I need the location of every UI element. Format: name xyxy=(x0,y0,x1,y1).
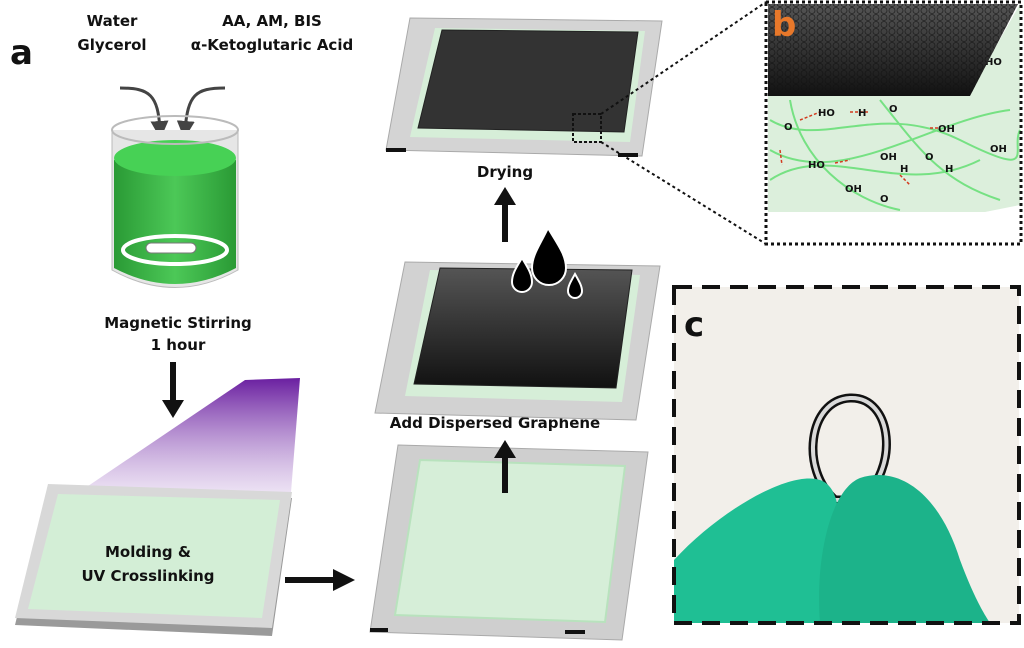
graphene-drops-icon xyxy=(510,225,584,299)
chem-label: HO xyxy=(985,57,1002,68)
chem-label: H xyxy=(945,164,953,175)
glove-finger-left xyxy=(674,478,839,623)
input-ketoglutaric-acid: α-Ketoglutaric Acid xyxy=(191,36,353,54)
input-glycerol: Glycerol xyxy=(77,36,146,54)
chem-label: OH xyxy=(938,124,955,135)
stir-bar-icon xyxy=(145,242,197,254)
chem-label: O xyxy=(784,122,793,133)
chem-label: O xyxy=(889,104,898,115)
beaker-icon xyxy=(111,115,239,288)
step1-caption-line2: 1 hour xyxy=(151,336,206,354)
panel-c-photo: c xyxy=(672,285,1021,625)
chem-label: O xyxy=(880,194,889,205)
chem-label: OH xyxy=(845,184,862,195)
step4-caption: Drying xyxy=(477,163,533,181)
hydrogel-slab xyxy=(369,444,649,641)
arrow-up-icon xyxy=(494,187,516,242)
uv-light-beam xyxy=(60,378,300,505)
input-monomers: AA, AM, BIS xyxy=(222,12,322,30)
step1-caption-line1: Magnetic Stirring xyxy=(104,314,252,332)
panel-a-label: a xyxy=(10,33,33,73)
panel-b-inset: HO H O OH O HO OH O H H O OH OH HO b xyxy=(764,0,1023,246)
chem-label: H xyxy=(858,108,866,119)
arrow-right-icon xyxy=(285,569,355,591)
zoom-line xyxy=(600,141,767,245)
glove-finger-right xyxy=(819,475,990,623)
chem-label: H xyxy=(900,164,908,175)
chem-label: OH xyxy=(990,144,1007,155)
chem-label: HO xyxy=(818,108,835,119)
input-water: Water xyxy=(87,12,138,30)
stirring-arrows-icon xyxy=(121,234,229,266)
arrow-up-icon xyxy=(494,440,516,493)
step2-caption-line2: UV Crosslinking xyxy=(81,567,214,585)
chem-label: O xyxy=(925,152,934,163)
graphene-coating-slab xyxy=(374,261,661,421)
step3-caption: Add Dispersed Graphene xyxy=(390,414,600,432)
chem-label: OH xyxy=(880,152,897,163)
dried-slab xyxy=(385,17,663,157)
graphene-lattice xyxy=(768,4,1018,96)
input-arrow-left xyxy=(119,86,169,139)
panel-b-label: b xyxy=(772,5,796,45)
arrow-down-icon xyxy=(162,362,184,418)
chem-label: HO xyxy=(808,160,825,171)
input-arrow-right xyxy=(176,86,226,139)
panel-c-label: c xyxy=(684,305,704,345)
mold-slab xyxy=(15,484,292,636)
step2-caption-line1: Molding & xyxy=(105,543,191,561)
zoom-region-marker xyxy=(572,113,602,143)
